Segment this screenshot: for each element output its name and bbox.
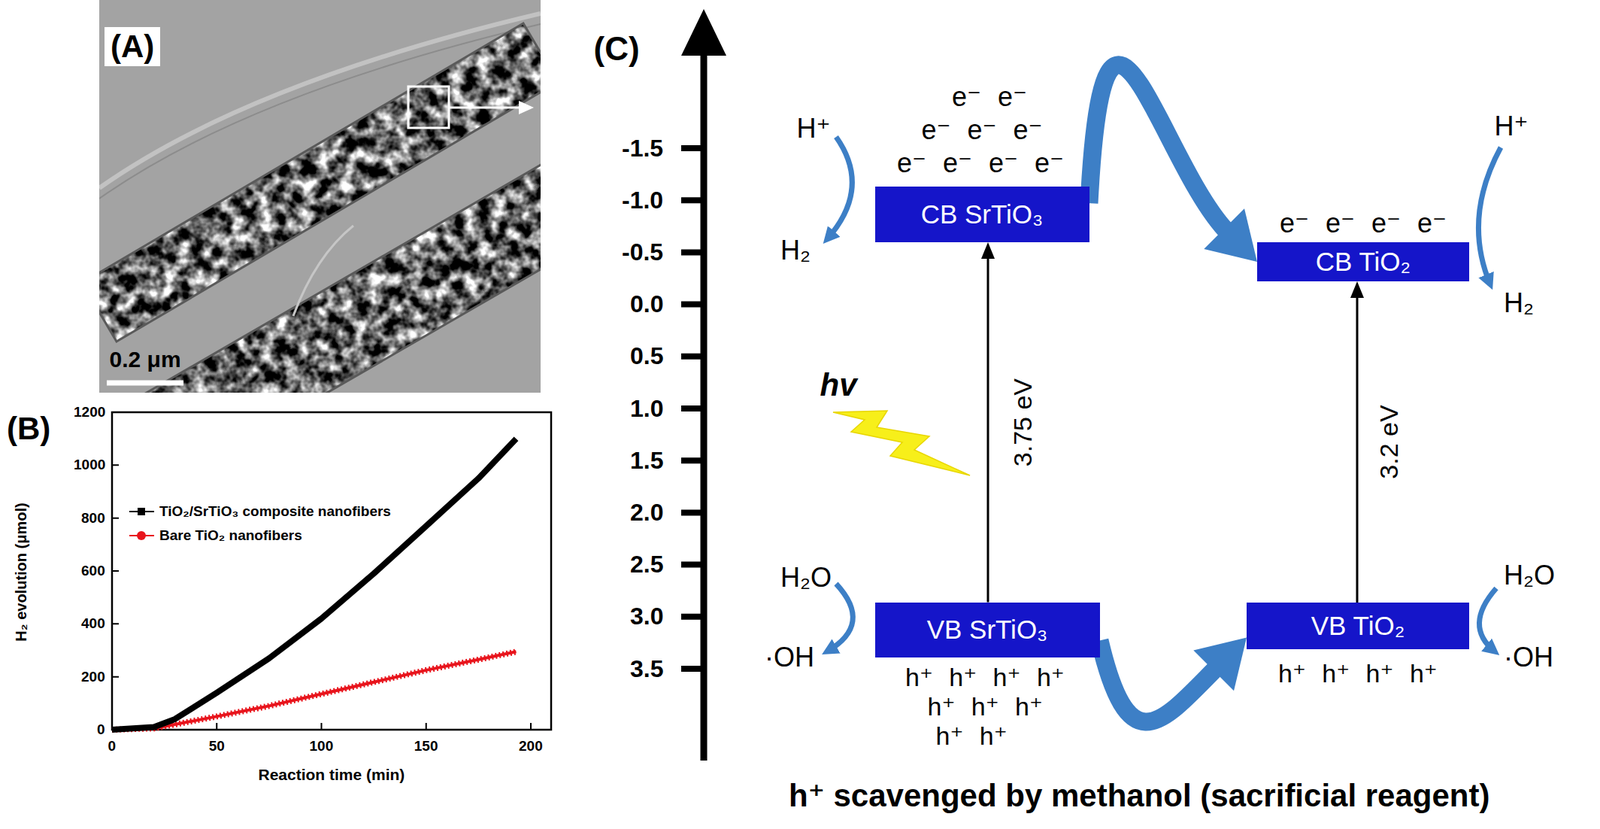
species-label: H⁺ <box>1494 110 1529 142</box>
electron-row: e⁻ e⁻ <box>951 81 1028 113</box>
energy-axis-head <box>681 9 727 56</box>
energy-ticks <box>681 148 704 669</box>
hole-row: h⁺ h⁺ h⁺ h⁺ <box>905 662 1065 692</box>
energy-tick-label: 2.0 <box>630 498 664 527</box>
band-label: CB TiO₂ <box>1315 246 1411 277</box>
legend-text: Bare TiO₂ nanofibers <box>159 527 303 544</box>
edge-label: 3.2 eV <box>1374 404 1404 479</box>
membrane-edge <box>293 225 354 316</box>
connector-line <box>1356 295 1359 603</box>
species-label: H₂O <box>780 561 832 593</box>
species-label: H₂ <box>1503 287 1534 319</box>
energy-tick-label: 1.0 <box>630 394 664 423</box>
hole-row: h⁺ h⁺ h⁺ <box>927 691 1043 722</box>
band-box: VB SrTiO₃ <box>875 602 1100 658</box>
energy-tick-label: 3.0 <box>630 602 664 631</box>
axis-tick-label: 0 <box>96 721 106 738</box>
nanofiber <box>99 0 541 393</box>
energy-tick-label: 0.0 <box>630 290 664 319</box>
axis-tick-label: 200 <box>518 737 543 755</box>
legend-sample <box>137 507 146 516</box>
axis-title: H₂ evolution (μmol) <box>12 502 31 641</box>
band-label: VB TiO₂ <box>1311 610 1405 641</box>
legend-sample <box>136 530 146 540</box>
band-label: CB SrTiO₃ <box>921 199 1044 230</box>
photon-label: hv <box>820 366 858 404</box>
energy-tick-label: -0.5 <box>621 238 664 267</box>
species-label: H₂O <box>1503 559 1555 591</box>
axis-tick-label: 1200 <box>73 403 106 421</box>
nanofiber <box>99 0 541 393</box>
species-label: ·OH <box>1503 641 1554 673</box>
axis-tick-label: 800 <box>81 509 106 527</box>
axis-tick-label: 400 <box>81 615 106 632</box>
scale-bar <box>106 380 184 386</box>
note: h⁺ scavenged by methanol (sacrificial re… <box>788 777 1490 814</box>
electron-row: e⁻ e⁻ e⁻ e⁻ <box>1279 207 1447 239</box>
arrow-head <box>1193 637 1247 691</box>
energy-tick-label: 2.5 <box>630 550 664 579</box>
hole-row: h⁺ h⁺ h⁺ h⁺ <box>1278 658 1438 688</box>
axis-tick-label: 200 <box>81 668 106 685</box>
tem-background <box>99 0 541 393</box>
excitation-arrow <box>981 242 995 603</box>
axis-tick-label: 1000 <box>73 456 106 473</box>
axis-tick-label: 150 <box>414 737 439 755</box>
species-label: ·OH <box>764 641 815 673</box>
band-box: VB TiO₂ <box>1246 602 1470 649</box>
axis-tick-label: 0 <box>108 737 117 755</box>
band-label: VB SrTiO₃ <box>927 614 1049 645</box>
arrow-head <box>981 242 995 259</box>
hole-row: h⁺ h⁺ <box>936 721 1008 751</box>
hole-transfer-arrow <box>1100 637 1248 722</box>
species-label: H₂ <box>780 234 811 266</box>
electron-row: e⁻ e⁻ e⁻ <box>921 114 1043 146</box>
axis-tick-label: 100 <box>309 737 334 755</box>
scale-bar-label: 0.2 μm <box>109 346 182 373</box>
zoom-arrow <box>448 106 521 110</box>
light-bolt <box>833 410 970 476</box>
oxidation-arrow <box>1478 587 1497 652</box>
axis-title: Reaction time (min) <box>258 765 406 784</box>
axis-ticks <box>112 412 531 730</box>
connector-line <box>1089 64 1230 234</box>
edge-label: 3.75 eV <box>1008 378 1038 467</box>
energy-tick-label: -1.0 <box>621 186 664 215</box>
oxidation-arrow <box>827 583 853 652</box>
plot-frame <box>112 412 552 730</box>
energy-tick-label: 1.5 <box>630 446 664 475</box>
band-box: CB SrTiO₃ <box>875 186 1090 243</box>
axis-tick-label: 50 <box>209 737 225 755</box>
axis-tick-label: 600 <box>81 562 106 579</box>
electron-transfer-arrow <box>1089 64 1258 262</box>
legend-text: TiO₂/SrTiO₃ composite nanofibers <box>159 503 391 520</box>
energy-tick-label: -1.5 <box>621 134 664 163</box>
panel-label: (B) <box>6 410 51 447</box>
excitation-arrow <box>1350 281 1364 603</box>
reduction-arrow <box>1478 147 1501 285</box>
species-label: H⁺ <box>796 112 831 144</box>
zoom-box <box>408 86 449 128</box>
panel-label: (A) <box>104 27 161 67</box>
arrow-head <box>1203 208 1258 262</box>
composite-curve <box>112 438 517 730</box>
reduction-arrow <box>827 136 852 240</box>
panel-label: (C) <box>593 30 640 69</box>
arrow-head <box>1350 281 1364 298</box>
band-box: CB TiO₂ <box>1257 242 1470 282</box>
tem-image <box>99 0 541 393</box>
connector-line <box>987 256 990 603</box>
energy-tick-label: 3.5 <box>630 654 664 683</box>
zoom-arrow-head <box>518 100 534 115</box>
energy-tick-label: 0.5 <box>630 342 664 370</box>
electron-row: e⁻ e⁻ e⁻ e⁻ <box>896 147 1064 179</box>
